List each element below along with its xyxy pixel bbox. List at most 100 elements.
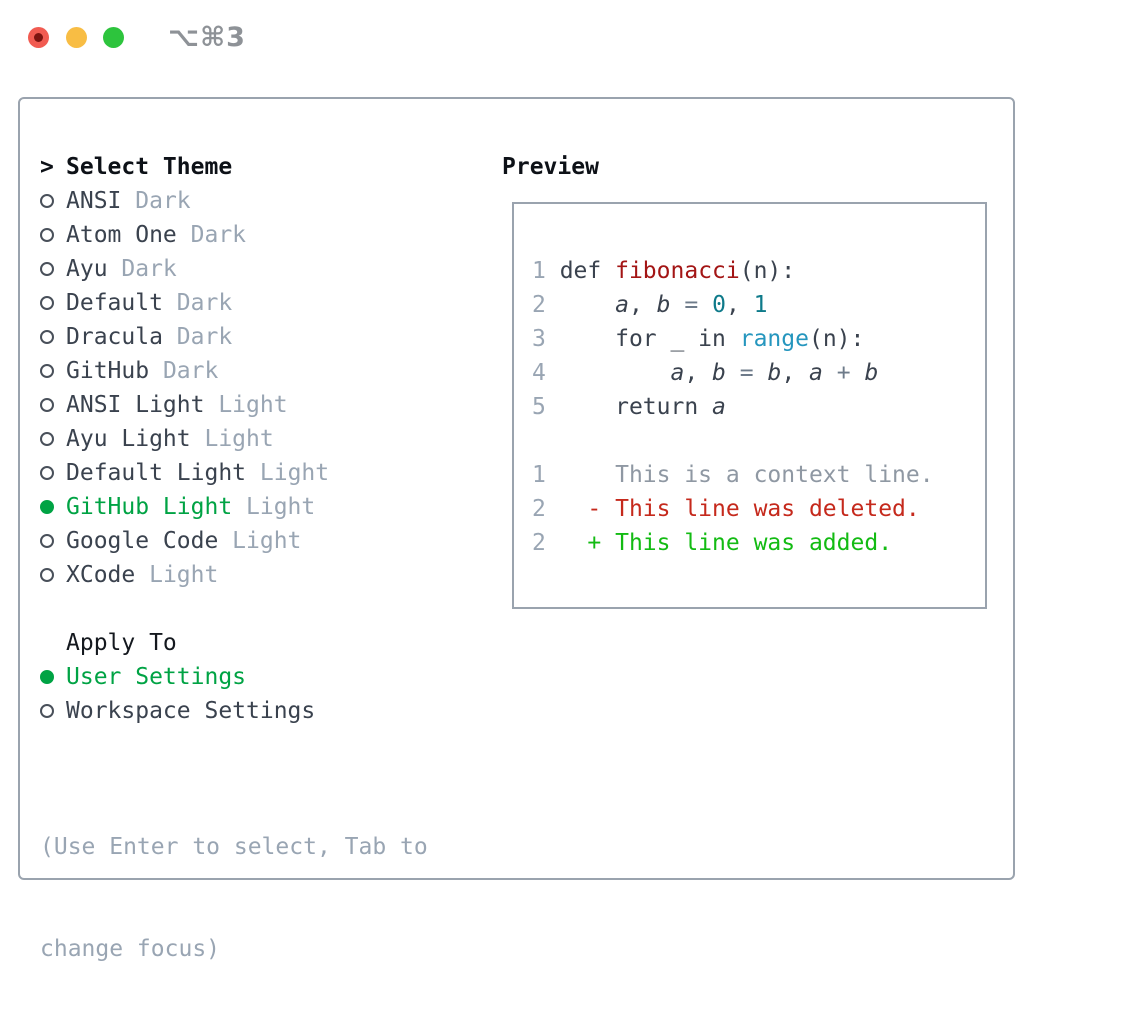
code-token-plain <box>671 292 685 318</box>
code-token-var: a <box>809 360 823 386</box>
code-token-plain: , <box>725 292 754 318</box>
line-number: 2 <box>532 496 546 522</box>
code-token-plain: , <box>628 292 657 318</box>
theme-item-github-light[interactable]: GitHub Light Light <box>40 490 428 524</box>
code-token-plain <box>726 360 740 386</box>
theme-item-atom-one[interactable]: Atom One Dark <box>40 218 428 252</box>
spacer <box>40 728 428 762</box>
theme-item-label: GitHub Light <box>66 494 247 520</box>
theme-item-label: Ayu <box>66 256 122 282</box>
app-window: ⌥⌘3 > Select Theme ANSI Dark Atom One Da… <box>0 0 1140 962</box>
theme-item-variant: Dark <box>135 188 191 214</box>
theme-item-ayu-light[interactable]: Ayu Light Light <box>40 422 428 456</box>
apply-option-workspace-settings[interactable]: Workspace Settings <box>40 694 428 728</box>
minimize-button[interactable] <box>66 27 87 48</box>
line-number: 2 <box>532 530 546 556</box>
apply-to-list: User Settings Workspace Settings <box>40 660 428 728</box>
theme-item-variant: Light <box>204 426 274 452</box>
preview-title: Preview <box>502 154 599 180</box>
select-theme-header: > Select Theme <box>40 150 428 184</box>
code-token-plain <box>823 360 837 386</box>
code-token-plain: (n): <box>808 326 865 352</box>
code-token-num: 0 <box>712 292 726 318</box>
theme-item-variant: Dark <box>190 222 247 248</box>
radio-icon <box>40 534 54 548</box>
theme-item-google-code[interactable]: Google Code Light <box>40 524 428 558</box>
spacer <box>40 592 428 626</box>
line-number: 4 <box>532 360 546 386</box>
theme-dialog-panel: > Select Theme ANSI Dark Atom One Dark A… <box>18 97 1015 962</box>
code-token-plain <box>546 360 671 386</box>
radio-icon <box>40 466 54 480</box>
theme-item-xcode[interactable]: XCode Light <box>40 558 428 592</box>
code-token-var: b <box>712 360 726 386</box>
theme-item-ansi[interactable]: ANSI Dark <box>40 184 428 218</box>
theme-item-label: ANSI Light <box>66 392 219 418</box>
theme-item-github[interactable]: GitHub Dark <box>40 354 428 388</box>
zoom-button[interactable] <box>103 27 124 48</box>
theme-list: ANSI Dark Atom One Dark Ayu Dark Default… <box>40 184 428 592</box>
theme-item-variant: Dark <box>162 358 219 384</box>
apply-option-user-settings[interactable]: User Settings <box>40 660 428 694</box>
theme-item-label: XCode <box>66 562 150 588</box>
theme-item-label: GitHub <box>66 358 163 384</box>
code-token-var: b <box>864 360 879 386</box>
code-token-var: b <box>656 292 671 318</box>
radio-icon <box>40 364 54 378</box>
theme-item-label: Dracula <box>66 324 177 350</box>
radio-icon <box>40 670 54 684</box>
code-token-op: = <box>739 360 754 386</box>
code-token-plain: for _ in <box>545 326 740 352</box>
theme-item-label: Google Code <box>66 528 233 554</box>
close-button[interactable] <box>28 27 49 48</box>
apply-option-label: User Settings <box>66 664 247 690</box>
code-line: 3 for _ in range(n): <box>532 322 985 356</box>
theme-item-variant: Light <box>246 494 316 520</box>
theme-item-variant: Light <box>232 528 302 554</box>
theme-item-default[interactable]: Default Dark <box>40 286 428 320</box>
code-line: 1 This is a context line. <box>532 458 985 492</box>
radio-icon <box>40 296 54 310</box>
code-token-var: a <box>615 292 629 318</box>
theme-item-variant: Dark <box>121 256 177 282</box>
titlebar: ⌥⌘3 <box>0 0 1140 97</box>
theme-item-ayu[interactable]: Ayu Dark <box>40 252 428 286</box>
apply-to-title: Apply To <box>66 630 177 656</box>
radio-icon <box>40 704 54 718</box>
code-line <box>532 424 985 458</box>
code-token-var: b <box>767 360 782 386</box>
theme-item-ansi-light[interactable]: ANSI Light Light <box>40 388 428 422</box>
theme-item-dracula[interactable]: Dracula Dark <box>40 320 428 354</box>
code-token-plain: (n): <box>739 258 796 284</box>
code-token-var: a <box>712 394 726 420</box>
keyboard-hint: (Use Enter to select, Tab to change focu… <box>40 762 428 1034</box>
code-token-op: = <box>684 292 699 318</box>
code-line: 2 + This line was added. <box>532 526 985 560</box>
theme-item-label: Atom One <box>66 222 191 248</box>
hint-line-2: change focus) <box>40 936 221 962</box>
line-number: 1 <box>532 462 546 488</box>
theme-item-label: Ayu Light <box>66 426 205 452</box>
theme-item-variant: Dark <box>176 290 233 316</box>
code-token-added: + This line was added. <box>545 530 893 556</box>
code-line: 2 a, b = 0, 1 <box>532 288 985 322</box>
code-token-plain <box>698 292 712 318</box>
radio-icon <box>40 500 54 514</box>
code-token-op: + <box>836 360 851 386</box>
select-theme-title: Select Theme <box>66 154 233 180</box>
theme-item-default-light[interactable]: Default Light Light <box>40 456 428 490</box>
theme-item-variant: Light <box>218 392 288 418</box>
code-token-deleted: - This line was deleted. <box>545 496 920 522</box>
theme-item-variant: Light <box>259 460 330 486</box>
code-line: 5 return a <box>532 390 985 424</box>
theme-item-variant: Dark <box>176 324 233 350</box>
theme-item-variant: Light <box>149 562 219 588</box>
code-token-plain: return <box>545 394 713 420</box>
code-token-plain <box>851 360 865 386</box>
line-number: 3 <box>532 326 546 352</box>
prompt-icon: > <box>40 154 54 180</box>
code-line: 1 def fibonacci(n): <box>532 254 985 288</box>
code-token-context: This is a context line. <box>545 462 934 488</box>
line-number: 2 <box>532 292 546 318</box>
